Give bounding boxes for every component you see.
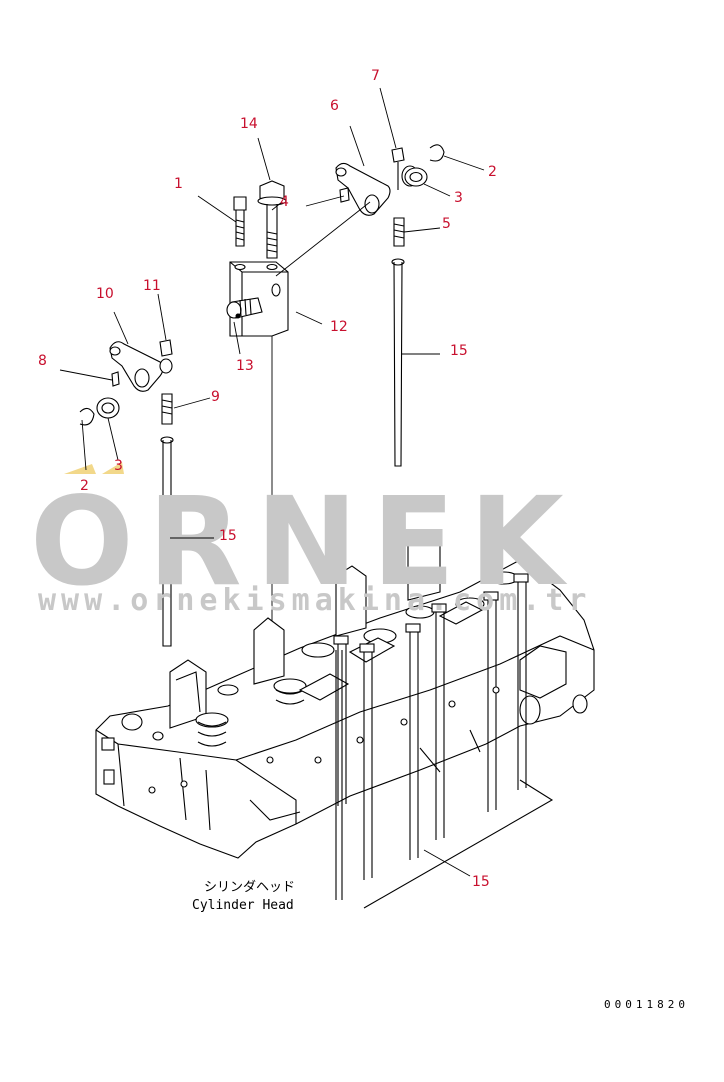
- callout-7: 7: [371, 68, 380, 84]
- leader-lines: [59, 87, 485, 877]
- callout-15-right: 15: [450, 343, 468, 359]
- callout-15-left: 15: [219, 528, 237, 544]
- snap-ring-2-left: [79, 407, 95, 426]
- callout-3-right: 3: [454, 190, 463, 206]
- drawing-code: 00011820: [604, 998, 689, 1011]
- rocker-support-12: [229, 261, 289, 337]
- caption-english: Cylinder Head: [192, 898, 294, 913]
- callout-8: 8: [38, 353, 47, 369]
- callout-13: 13: [236, 358, 254, 374]
- callout-numbers: 1 14 4 6 7 2 3 5 15 12 13 10 11 8 9 2 3 …: [38, 68, 497, 890]
- watermark-brand: ORNEK: [30, 471, 578, 613]
- callout-6: 6: [330, 98, 339, 114]
- callout-2-left: 2: [80, 478, 89, 494]
- callout-5: 5: [442, 216, 451, 232]
- callout-11: 11: [143, 278, 161, 294]
- push-rod-15-right: [391, 258, 405, 467]
- highlight-mark: [64, 462, 124, 474]
- callout-2-right: 2: [488, 164, 497, 180]
- callout-3-left: 3: [114, 458, 123, 474]
- push-rod-15-left: [160, 436, 174, 647]
- adjust-screw-5-right: [393, 217, 405, 247]
- adjust-screw-9: [161, 393, 173, 425]
- snap-ring-2-right: [429, 144, 445, 162]
- callout-15-bottom: 15: [472, 874, 490, 890]
- callout-4: 4: [280, 194, 289, 210]
- watermark-url: www.ornekismakina.com.tr: [38, 583, 591, 618]
- callout-10: 10: [96, 286, 114, 302]
- callout-1: 1: [174, 176, 183, 192]
- washer-3-right: [404, 167, 428, 187]
- cylinder-head: [95, 529, 595, 900]
- rocker-shaft-13: [226, 297, 263, 319]
- bolt-1: [233, 196, 247, 247]
- callout-14: 14: [240, 116, 258, 132]
- callout-9: 9: [211, 389, 220, 405]
- bolt-14: [257, 180, 287, 259]
- rocker-arm-10: [109, 339, 173, 392]
- rocker-arm-6: [335, 147, 419, 216]
- callout-12: 12: [330, 319, 348, 335]
- washer-3-left: [96, 397, 120, 419]
- caption-japanese: シリンダヘッド: [204, 880, 295, 895]
